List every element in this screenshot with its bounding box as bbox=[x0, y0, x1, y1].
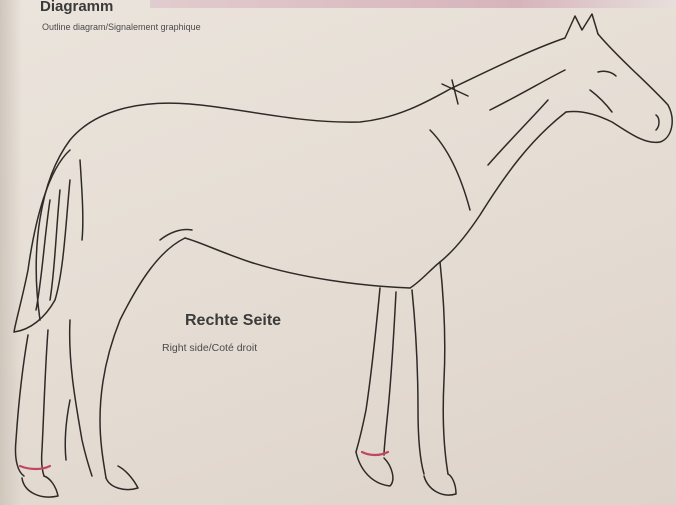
horse-hind-hoof-right bbox=[106, 466, 138, 490]
horse-hind-hoof-left bbox=[22, 476, 58, 497]
horse-neck-line-2 bbox=[488, 100, 548, 165]
horse-belly bbox=[185, 238, 410, 288]
horse-back-line bbox=[36, 88, 452, 320]
horse-front-hoof-back bbox=[356, 452, 393, 486]
horse-front-hoof-front bbox=[424, 474, 456, 495]
horse-neck-line-1 bbox=[490, 70, 565, 110]
horse-head-outline bbox=[566, 34, 672, 142]
horse-foreleg-front bbox=[412, 290, 424, 474]
side-label: Rechte Seite bbox=[185, 312, 281, 330]
horse-flank-line bbox=[80, 160, 83, 240]
horse-hock-line bbox=[65, 400, 70, 460]
horse-tail bbox=[14, 150, 70, 332]
horse-shoulder-line bbox=[430, 130, 470, 210]
horse-nostril bbox=[656, 115, 659, 130]
horse-stifle bbox=[100, 238, 185, 478]
horse-jaw-line bbox=[590, 90, 612, 112]
horse-hind-leg-left bbox=[15, 335, 28, 476]
horse-neck-underside bbox=[440, 112, 566, 262]
horse-foreleg-back bbox=[356, 288, 380, 452]
horse-hind-leg-back bbox=[70, 320, 92, 476]
horse-chest bbox=[410, 262, 440, 288]
horse-foreleg-front-outer bbox=[440, 262, 448, 474]
horse-eye bbox=[598, 71, 616, 76]
horse-foreleg-back-inner bbox=[384, 292, 396, 455]
horse-neck-crest bbox=[452, 14, 598, 88]
horse-hind-leg-left-inner bbox=[42, 330, 48, 476]
side-sublabel: Right side/Coté droit bbox=[162, 342, 257, 354]
hind-coronet-marking bbox=[20, 466, 50, 469]
